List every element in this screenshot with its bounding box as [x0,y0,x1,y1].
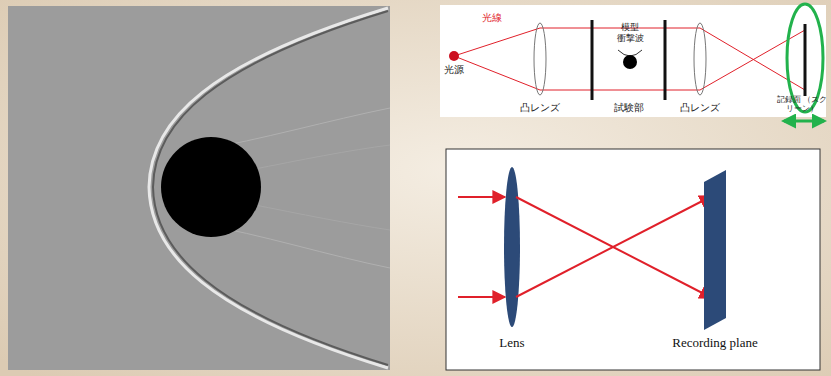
focus-diagram [446,149,820,370]
photo-ground [8,6,390,370]
recording-plane [704,170,726,330]
bow-shock-dark [153,11,388,365]
light-ray [454,28,805,90]
test-section-wall [664,20,667,100]
move-arrow [784,120,824,123]
test-section-label: 試験部 [614,102,644,113]
incoming-ray [458,296,505,298]
model [623,55,637,69]
light-source [449,51,459,61]
screen-label: 記録面 （スクリーン） [776,96,828,114]
model-label: 模型 [621,23,639,33]
shadowgraph-image [8,6,390,370]
panel [440,5,826,117]
bow-shock-light [149,8,388,368]
wake-line [250,145,390,170]
incoming-ray [458,196,505,198]
refracted-ray [516,196,712,297]
lens-label: 凸レンズ [680,102,720,113]
source-label: 光源 [444,64,464,75]
convex-lens [534,23,546,95]
convex-lens [694,23,706,95]
panel [446,149,820,370]
lens-label: 凸レンズ [520,102,560,113]
refracted-ray [516,197,712,298]
sphere-model [161,137,261,237]
screen [804,24,807,96]
shock-label: 衝撃波 [617,34,644,44]
optical-setup [440,4,826,121]
lens [504,167,520,327]
test-section-wall [591,20,594,100]
lens-label: Lens [499,336,524,350]
wake-line [250,204,390,230]
light-ray [454,30,805,90]
ray-label: 光線 [482,12,502,23]
plane-label: Recording plane [672,336,758,350]
